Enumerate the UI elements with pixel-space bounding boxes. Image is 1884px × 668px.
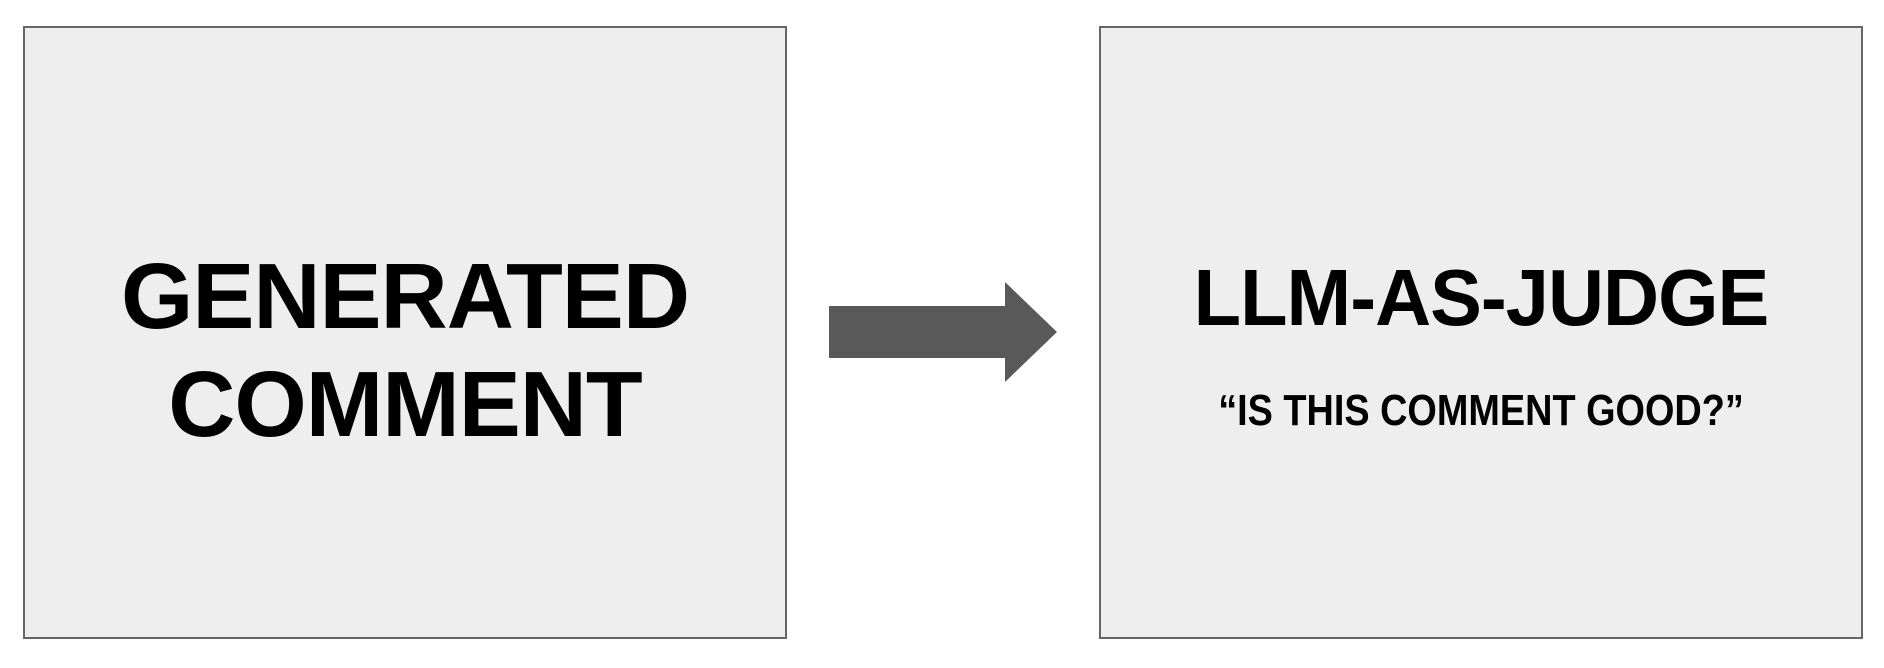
judge-question: “IS THIS COMMENT GOOD?” bbox=[1218, 386, 1744, 435]
llm-as-judge-box: LLM-AS-JUDGE “IS THIS COMMENT GOOD?” bbox=[1099, 26, 1863, 639]
generated-comment-label-line1: GENERATED bbox=[121, 244, 690, 348]
right-arrow-icon bbox=[829, 282, 1057, 382]
generated-comment-box: GENERATED COMMENT bbox=[23, 26, 787, 639]
generated-comment-label-line2: COMMENT bbox=[168, 352, 642, 456]
llm-as-judge-title: LLM-AS-JUDGE bbox=[1193, 253, 1770, 342]
